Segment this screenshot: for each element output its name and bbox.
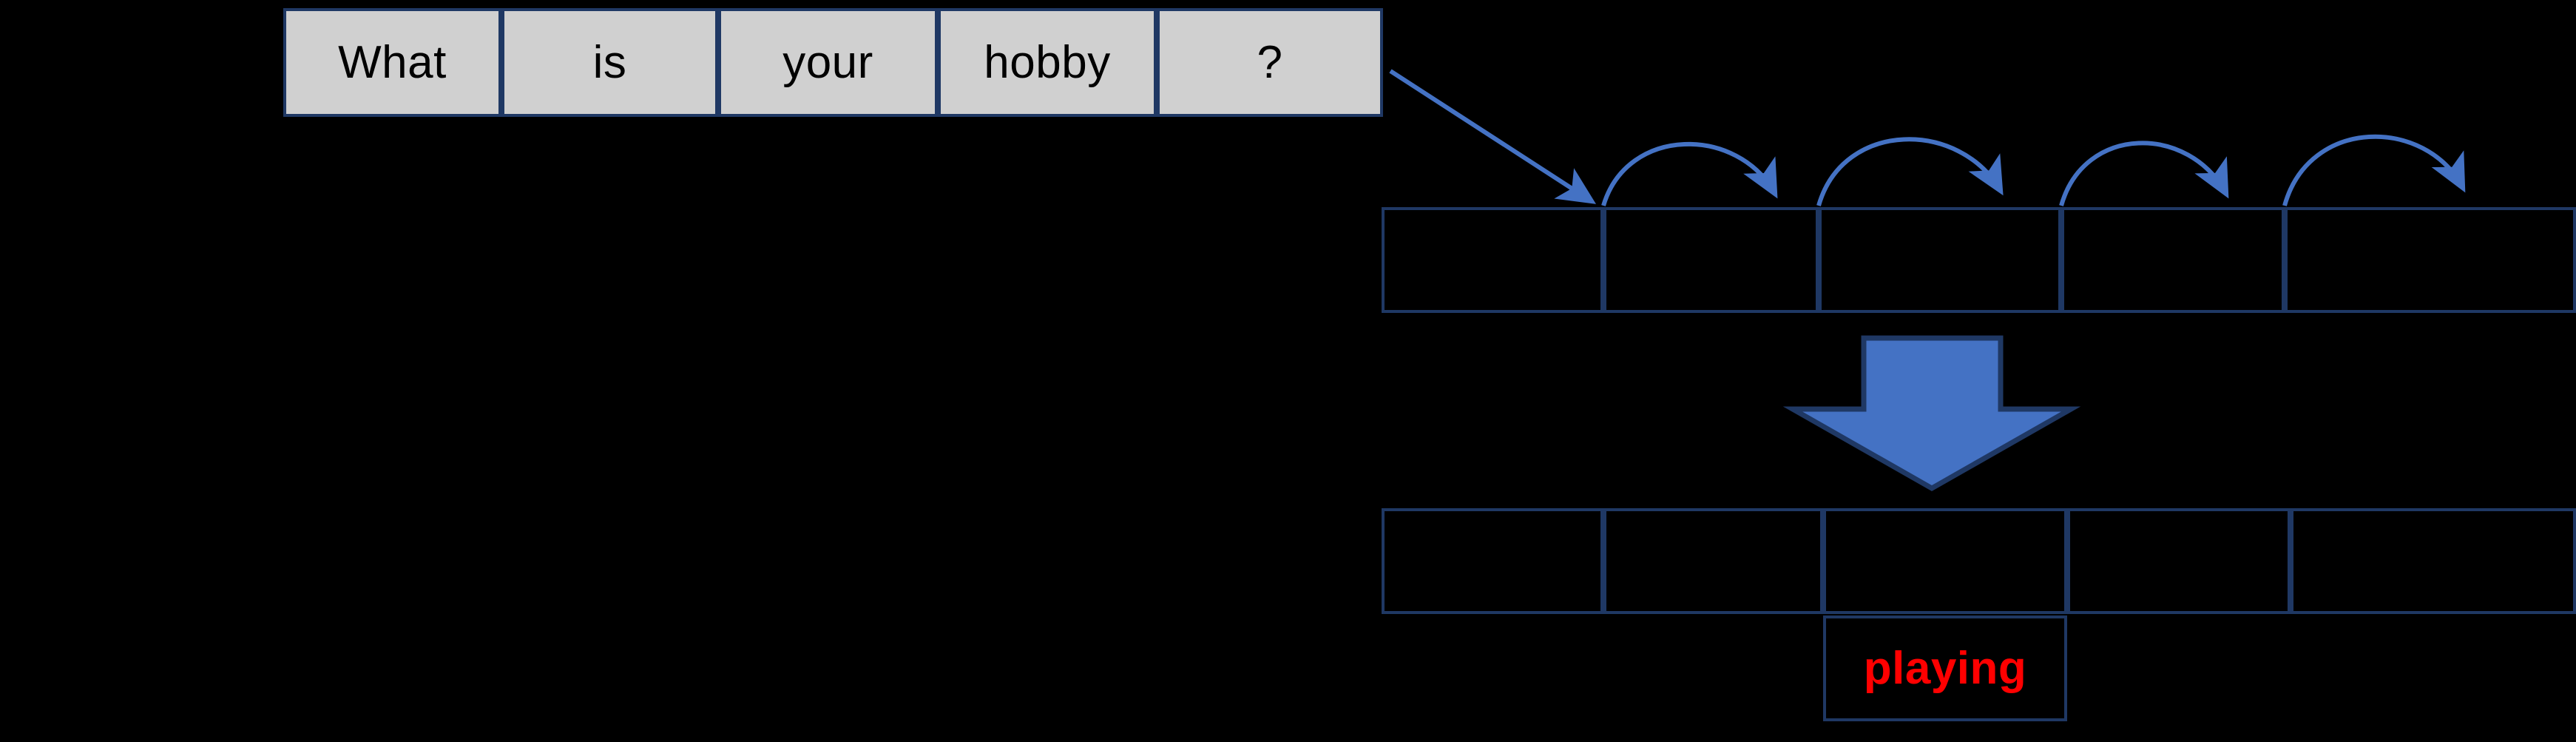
decoder-cell-3[interactable] <box>2067 508 2291 614</box>
recurrent-arc-3 <box>2059 141 2229 206</box>
token-label: your <box>782 36 873 88</box>
encoder-cell-0[interactable] <box>1382 207 1603 313</box>
encoder-cell-3[interactable] <box>2061 207 2285 313</box>
encoder-cell-2[interactable] <box>1819 207 2061 313</box>
decoder-cell-2[interactable] <box>1823 508 2067 614</box>
predicted-token-cell[interactable]: playing <box>1823 615 2067 721</box>
decoder-cell-0[interactable] <box>1382 508 1603 614</box>
token-cell-0[interactable]: What <box>283 8 501 117</box>
token-label: hobby <box>984 36 1111 88</box>
token-cell-3[interactable]: hobby <box>938 8 1157 117</box>
recurrent-arc-2 <box>1816 137 2004 206</box>
predicted-token-label: playing <box>1863 642 2027 694</box>
token-cell-4[interactable]: ? <box>1157 8 1383 117</box>
token-label: is <box>592 36 627 88</box>
encoder-cell-1[interactable] <box>1603 207 1819 313</box>
token-cell-2[interactable]: your <box>718 8 938 117</box>
down-block-arrow <box>1782 335 2081 492</box>
decoder-cell-1[interactable] <box>1603 508 1823 614</box>
token-label: What <box>338 36 447 88</box>
decoder-cell-4[interactable] <box>2291 508 2576 614</box>
token-label: ? <box>1257 36 1283 88</box>
token-cell-1[interactable]: is <box>501 8 718 117</box>
recurrent-arc-4 <box>2282 134 2466 206</box>
recurrent-arc-1 <box>1601 142 1778 206</box>
encoder-cell-4[interactable] <box>2285 207 2576 313</box>
diagonal-feed-arrow <box>1389 69 1597 204</box>
